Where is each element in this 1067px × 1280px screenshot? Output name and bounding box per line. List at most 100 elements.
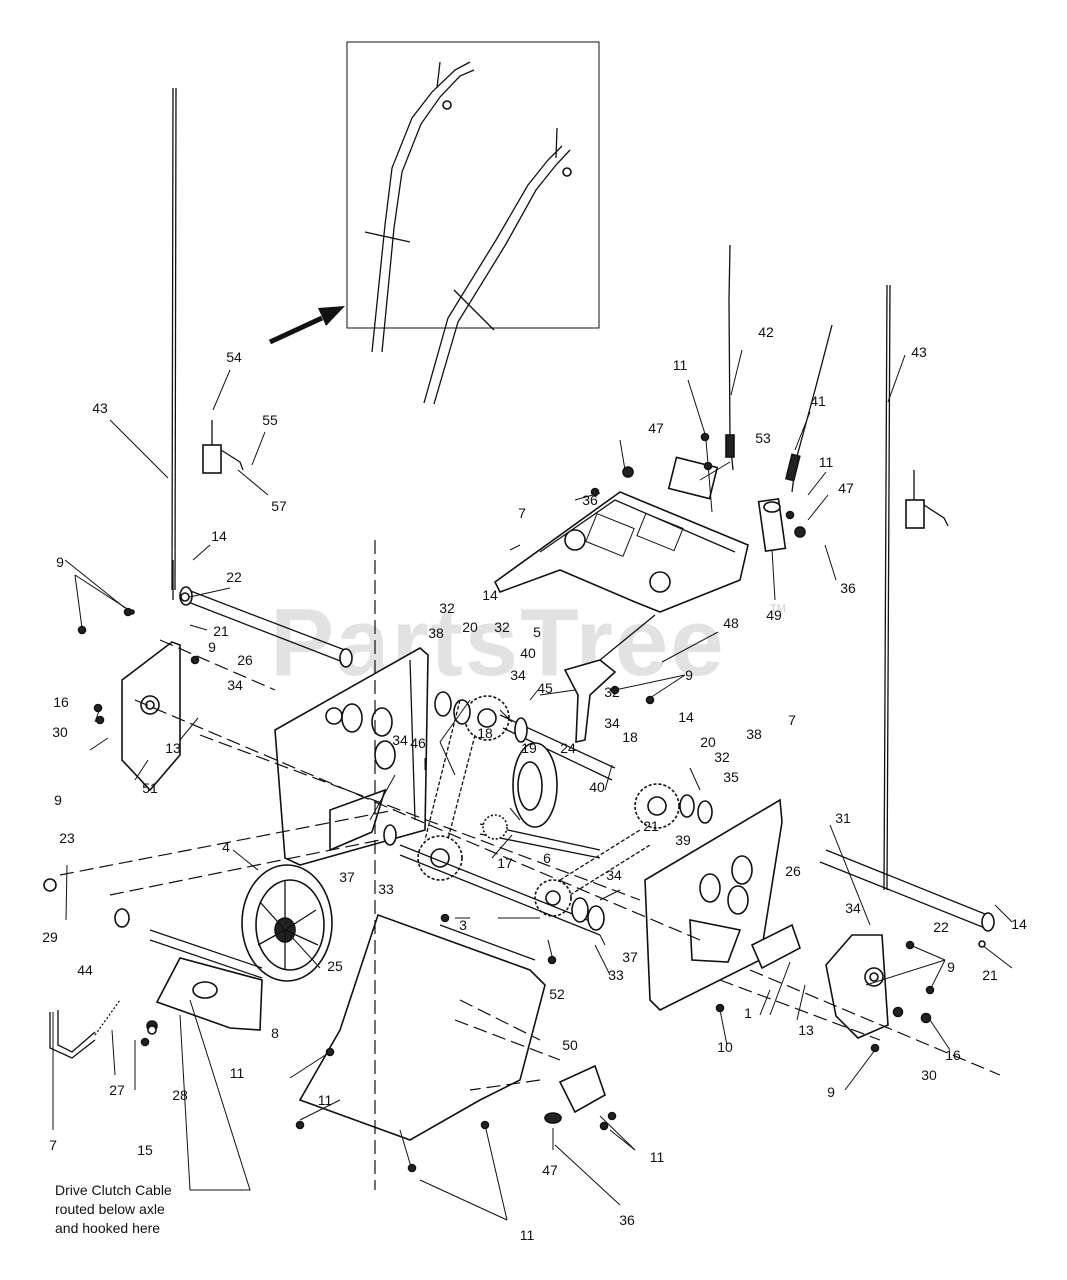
callout-label: 28 (172, 1087, 188, 1103)
right-side-panel (644, 798, 783, 1011)
dashed-routing-lines (59, 540, 1001, 1190)
callout-label: 21 (643, 818, 659, 834)
spring-and-lever (49, 999, 121, 1059)
callout-label: 44 (77, 962, 93, 978)
callout-label: 13 (798, 1022, 814, 1038)
callout-label: 10 (717, 1039, 733, 1055)
left-side-panel (274, 647, 429, 866)
callout-label: 21 (213, 623, 229, 639)
bracket-1 (750, 923, 801, 970)
callout-label: 32 (439, 600, 455, 616)
callout-label: 31 (835, 810, 851, 826)
callout-label: 45 (537, 680, 553, 696)
callout-label: 20 (700, 734, 716, 750)
wheel (241, 864, 333, 982)
callout-label: 9 (947, 959, 955, 975)
callout-label: 33 (608, 967, 624, 983)
upper-left-bracket (202, 420, 244, 474)
drive-shaft (499, 714, 616, 781)
callout-label: 5 (533, 624, 541, 640)
callout-label: 11 (819, 454, 834, 470)
callout-label: 17 (497, 855, 513, 871)
callout-label: 37 (339, 869, 355, 885)
main-axle (383, 824, 605, 936)
watermark-trademark: TM (770, 603, 786, 615)
callout-label: 14 (211, 528, 227, 544)
callout-label: 29 (42, 929, 58, 945)
callout-label: 34 (510, 667, 526, 683)
callout-label: 47 (648, 420, 664, 436)
callout-label: 18 (477, 725, 493, 741)
callout-label: 11 (650, 1149, 665, 1165)
note-line-2: routed below axle (55, 1201, 165, 1217)
callout-label: 42 (758, 324, 774, 340)
callout-label: 30 (921, 1067, 937, 1083)
callout-label: 24 (560, 740, 576, 756)
callout-label: 52 (549, 986, 565, 1002)
left-control-rod (171, 87, 177, 600)
top-frame (493, 456, 749, 613)
callout-label: 3 (459, 917, 467, 933)
arrow-to-inset (268, 306, 345, 345)
callout-label: 32 (714, 749, 730, 765)
callout-label: 49 (766, 607, 782, 623)
callout-label: 34 (227, 677, 243, 693)
callout-label: 18 (622, 729, 638, 745)
callout-label: 47 (542, 1162, 558, 1178)
callout-label: 32 (604, 684, 620, 700)
right-control-rod (883, 284, 891, 891)
friction-wheel (479, 742, 601, 859)
callout-label: 37 (622, 949, 638, 965)
callout-label: 32 (494, 619, 510, 635)
callout-label: 40 (589, 779, 605, 795)
cables (725, 244, 833, 493)
drive-clutch-note: Drive Clutch Cable routed below axle and… (55, 999, 251, 1236)
callout-label: 41 (810, 393, 826, 409)
note-line-3: and hooked here (55, 1220, 160, 1236)
lower-sprockets (417, 835, 572, 917)
callout-label: 14 (678, 709, 694, 725)
callout-label: 38 (428, 625, 444, 641)
callout-label: 50 (562, 1037, 578, 1053)
callout-label: 27 (109, 1082, 125, 1098)
callout-label: 9 (827, 1084, 835, 1100)
callout-label: 34 (845, 900, 861, 916)
leader-lines (52, 349, 1013, 1221)
right-outer-plate (825, 934, 889, 1039)
shift-arm (563, 614, 656, 744)
callout-label: 11 (230, 1065, 245, 1081)
callout-label: 7 (788, 712, 796, 728)
bracket-49 (757, 497, 787, 553)
callout-label: 4 (222, 839, 230, 855)
callout-label: 51 (142, 780, 158, 796)
callout-label: 22 (226, 569, 242, 585)
callout-label: 9 (208, 639, 216, 655)
callout-labels: 5443555714922219261634309511323294442587… (42, 324, 1027, 1243)
upper-right-bracket (905, 470, 949, 529)
callout-label: 13 (165, 740, 181, 756)
callout-label: 30 (52, 724, 68, 740)
callout-label: 9 (54, 792, 62, 808)
callout-label: 39 (675, 832, 691, 848)
callout-label: 26 (237, 652, 253, 668)
callout-label: 47 (838, 480, 854, 496)
callout-label: 20 (462, 619, 478, 635)
callout-label: 33 (378, 881, 394, 897)
callout-label: 14 (482, 587, 498, 603)
callout-label: 22 (933, 919, 949, 935)
callout-label: 54 (226, 349, 242, 365)
note-line-1: Drive Clutch Cable (55, 1182, 172, 1198)
callout-label: 40 (520, 645, 536, 661)
callout-label: 36 (619, 1212, 635, 1228)
callout-label: 34 (392, 732, 408, 748)
hardware (43, 432, 986, 1173)
callout-label: 25 (327, 958, 343, 974)
handle-inset (346, 41, 600, 405)
callout-label: 11 (673, 357, 688, 373)
callout-label: 16 (945, 1047, 961, 1063)
callout-label: 21 (982, 967, 998, 983)
lower-left-bracket (114, 908, 263, 1031)
callout-label: 46 (410, 735, 426, 751)
callout-label: 9 (685, 667, 693, 683)
